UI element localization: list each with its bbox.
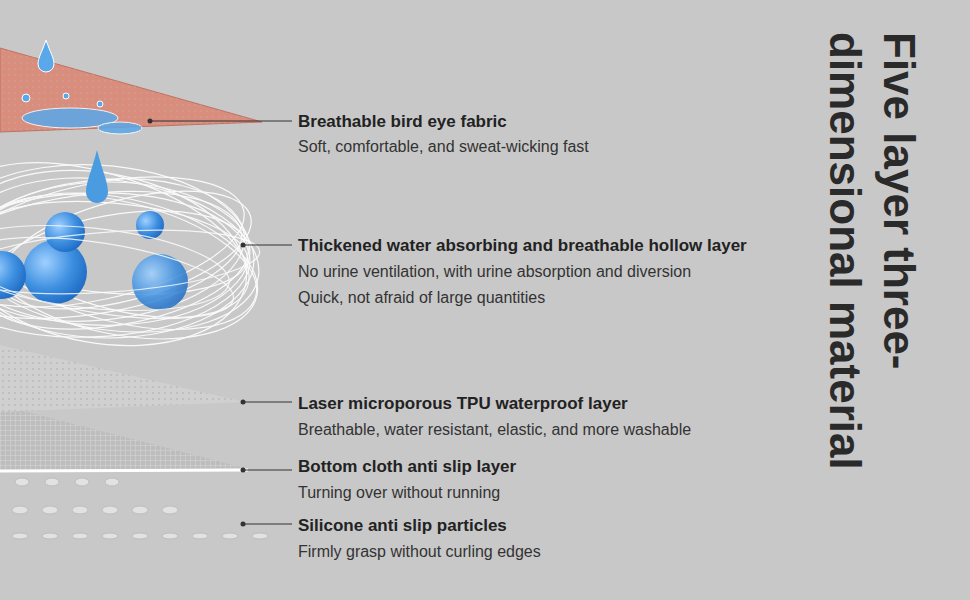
particle xyxy=(222,533,238,539)
layer-name: Thickened water absorbing and breathable… xyxy=(298,236,747,256)
layer-description: Turning over without running xyxy=(298,483,500,503)
fiber xyxy=(0,149,261,368)
tpu-layer xyxy=(0,345,245,412)
particle xyxy=(252,533,268,539)
leader-dots xyxy=(148,119,246,527)
particle xyxy=(162,533,178,539)
water-splash xyxy=(22,40,142,134)
water-drop xyxy=(38,40,54,72)
layer-name: Laser microporous TPU waterproof layer xyxy=(298,394,628,414)
layer-name: Silicone anti slip particles xyxy=(298,516,507,536)
particle xyxy=(132,533,148,539)
particle xyxy=(72,533,88,539)
tpu-pores xyxy=(0,345,245,412)
fiber-layer xyxy=(0,132,271,368)
puddle xyxy=(98,122,142,134)
particle xyxy=(45,478,59,486)
particle xyxy=(162,506,178,514)
layer-description: Breathable, water resistant, elastic, an… xyxy=(298,420,691,440)
particle xyxy=(72,506,88,514)
splash-drop xyxy=(63,93,69,99)
layer-description: Quick, not afraid of large quantities xyxy=(298,288,545,308)
leader-dot xyxy=(241,522,246,527)
fiber xyxy=(0,182,254,338)
leader-dot xyxy=(241,400,246,405)
fiber xyxy=(0,222,262,303)
leader-line xyxy=(243,402,292,403)
particle xyxy=(15,478,29,486)
fiber xyxy=(0,170,271,362)
leader-line xyxy=(243,470,292,471)
leader-dot xyxy=(241,243,246,248)
bottom-cloth xyxy=(0,405,245,472)
leader-dot xyxy=(241,468,246,473)
water-bead xyxy=(45,212,85,252)
fiber xyxy=(0,187,252,342)
layer-name: Bottom cloth anti slip layer xyxy=(298,457,516,477)
leader-line xyxy=(243,524,292,525)
leader-dot xyxy=(148,119,153,124)
fiber xyxy=(0,222,239,333)
bottom-cloth-mesh xyxy=(0,405,245,472)
leader-lines xyxy=(150,121,292,524)
layer-description: Soft, comfortable, and sweat-wicking fas… xyxy=(298,137,589,157)
water-bead xyxy=(23,240,87,304)
bottom-cloth-edge xyxy=(0,470,248,471)
particle xyxy=(42,506,58,514)
particle xyxy=(102,533,118,539)
particle xyxy=(12,533,28,539)
particle xyxy=(102,506,118,514)
particle xyxy=(192,533,208,539)
layer-description: No urine ventilation, with urine absorpt… xyxy=(298,262,691,282)
title: Five layer three- dimensional material xyxy=(818,32,926,572)
layer-name: Breathable bird eye fabric xyxy=(298,112,507,132)
particle xyxy=(12,506,28,514)
particle xyxy=(42,533,58,539)
particle xyxy=(105,478,119,486)
splash-drop xyxy=(22,94,30,102)
leader-line xyxy=(243,245,292,246)
water-drop xyxy=(86,150,108,203)
splash-drop xyxy=(97,101,103,107)
fiber xyxy=(0,154,256,331)
silicone-particles xyxy=(12,478,268,539)
leader-line xyxy=(150,121,292,122)
water-bead xyxy=(132,254,188,310)
fiber xyxy=(0,191,251,305)
particle xyxy=(75,478,89,486)
fiber-front xyxy=(0,214,262,334)
particle xyxy=(132,506,148,514)
layer-description: Firmly grasp without curling edges xyxy=(298,542,541,562)
